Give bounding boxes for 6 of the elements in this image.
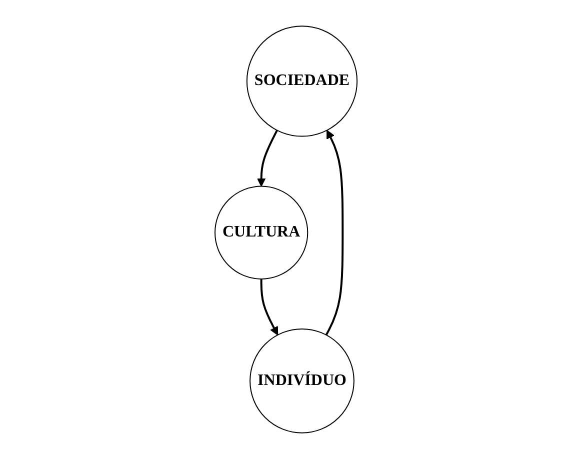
node-circle: CULTURA xyxy=(214,186,309,280)
arrow xyxy=(257,130,278,187)
node-circle: SOCIEDADE xyxy=(246,26,358,137)
node-circle: INDIVÍDUO xyxy=(250,328,355,434)
arrow xyxy=(260,278,279,336)
arrow xyxy=(326,130,344,336)
